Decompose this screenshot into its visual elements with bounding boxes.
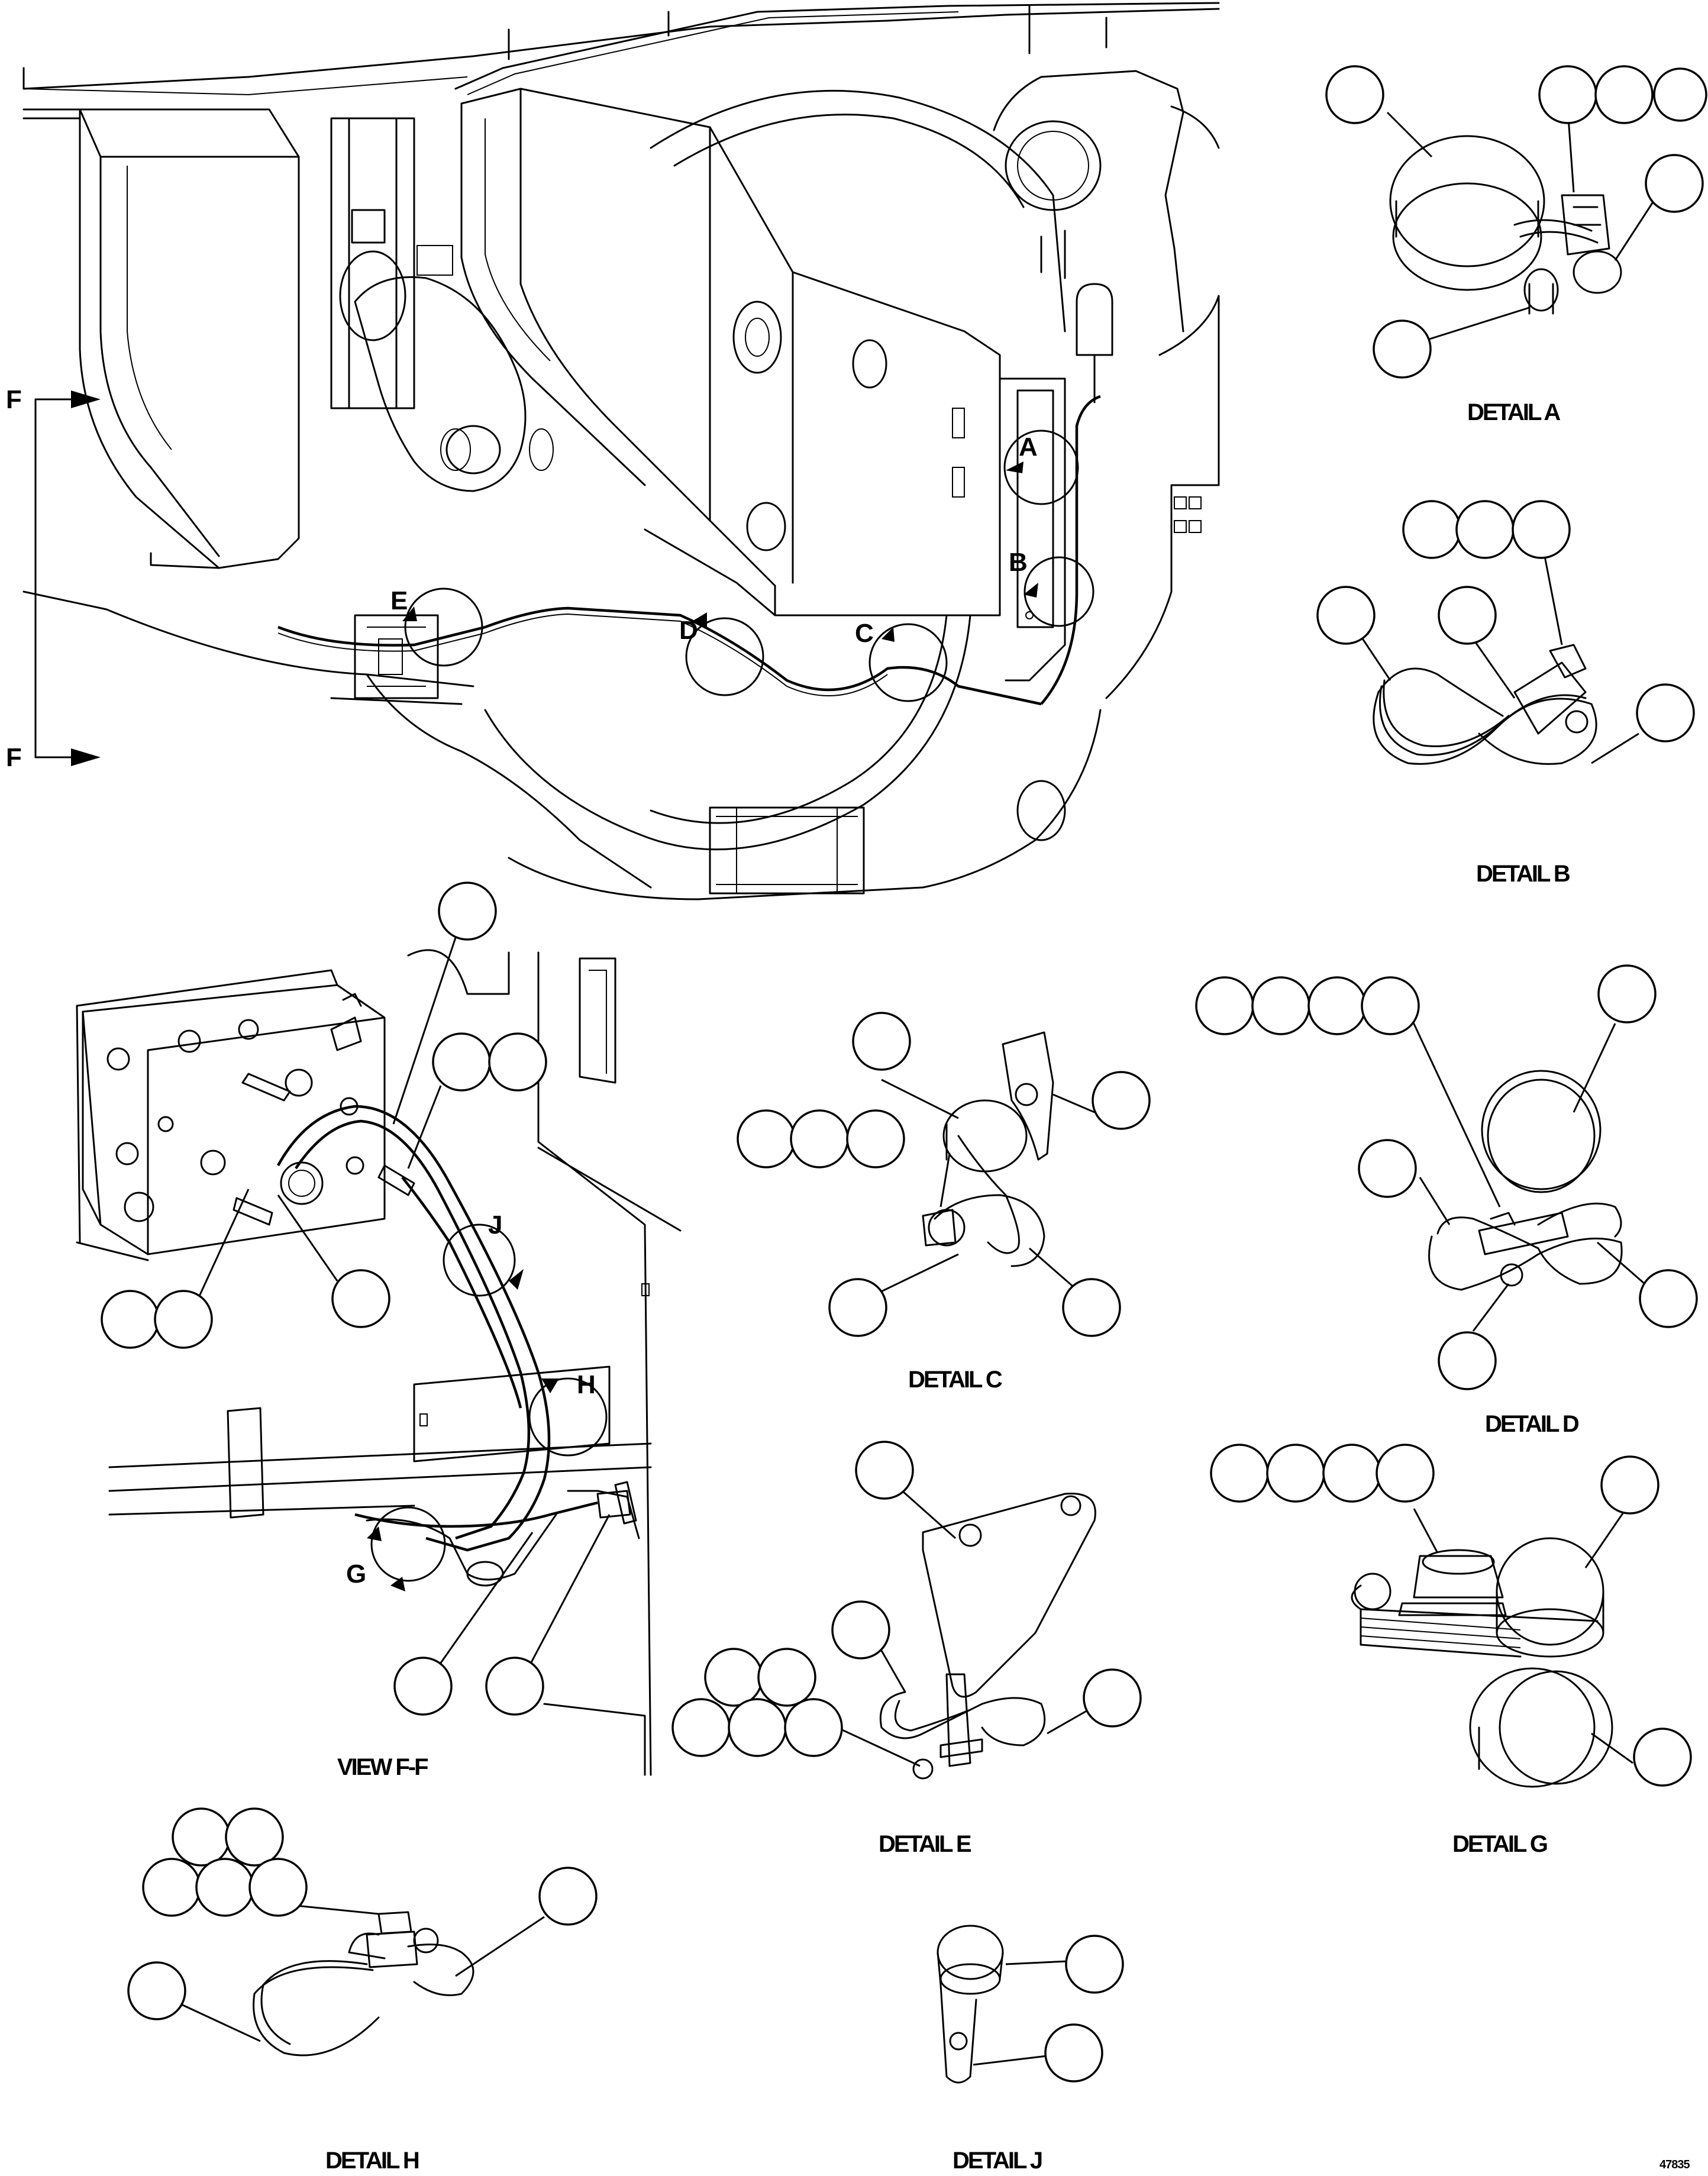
callout-a: A [1019, 432, 1037, 461]
section-label-bottom: F [6, 743, 21, 772]
callout-e: E [390, 586, 407, 615]
detail-c-group: DETAIL C [737, 1012, 1151, 1393]
detail-a-group: DETAIL A [1325, 65, 1707, 425]
callout-g: G [346, 1560, 366, 1589]
callout-j: J [488, 1210, 502, 1239]
detail-c-caption: DETAIL C [908, 1367, 1002, 1393]
detail-j-group: DETAIL J [937, 1925, 1124, 2174]
detail-h-caption: DETAIL H [325, 2148, 419, 2174]
main-frame-view [22, 2, 1220, 900]
detail-e-group: DETAIL E [671, 1441, 1142, 1857]
detail-b-caption: DETAIL B [1476, 861, 1570, 887]
detail-d-group: DETAIL D [1195, 964, 1698, 1437]
detail-h-group: DETAIL H [127, 1807, 598, 2174]
callout-b: B [1009, 548, 1027, 577]
callout-h: H [577, 1370, 595, 1399]
detail-a-caption: DETAIL A [1467, 399, 1560, 425]
view-ff-caption: VIEW F-F [337, 1754, 428, 1780]
detail-g-caption: DETAIL G [1452, 1831, 1547, 1857]
detail-callouts-main: A B C D E [390, 430, 1094, 702]
view-ff-group: J H G VIEW F-F [76, 882, 682, 1780]
callout-c: C [855, 619, 873, 648]
detail-d-caption: DETAIL D [1485, 1411, 1579, 1437]
callout-d: D [679, 616, 698, 645]
section-arrows-f: F F [6, 385, 101, 772]
figure-number: 47835 [1659, 2158, 1690, 2171]
detail-g-group: DETAIL G [1210, 1444, 1692, 1857]
section-label-top: F [6, 385, 21, 414]
detail-j-caption: DETAIL J [953, 2148, 1042, 2174]
detail-e-caption: DETAIL E [879, 1831, 971, 1857]
detail-b-group: DETAIL B [1316, 500, 1695, 887]
